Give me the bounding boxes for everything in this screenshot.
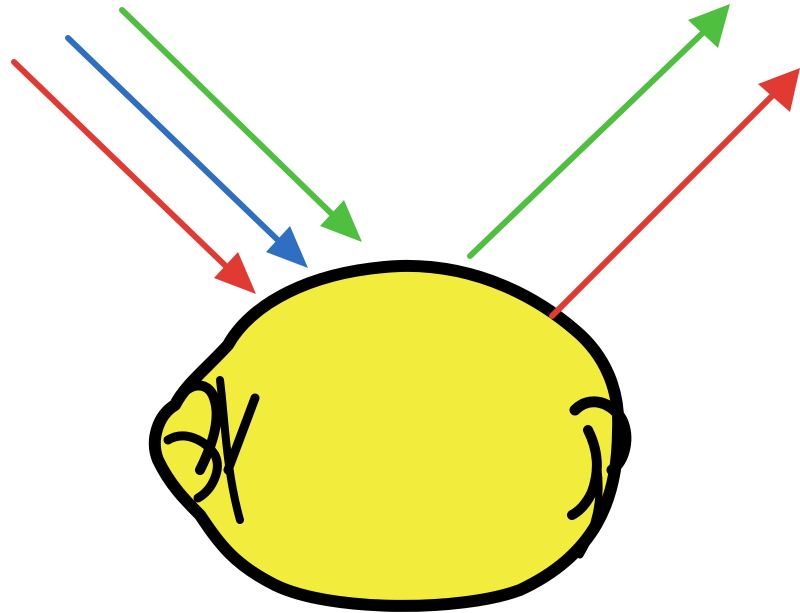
incoming-ray-red xyxy=(14,62,256,294)
incoming-rays xyxy=(14,10,362,294)
reflected-rays xyxy=(470,4,800,316)
reflected-ray-red xyxy=(552,68,800,316)
reflected-ray-green xyxy=(470,4,730,256)
